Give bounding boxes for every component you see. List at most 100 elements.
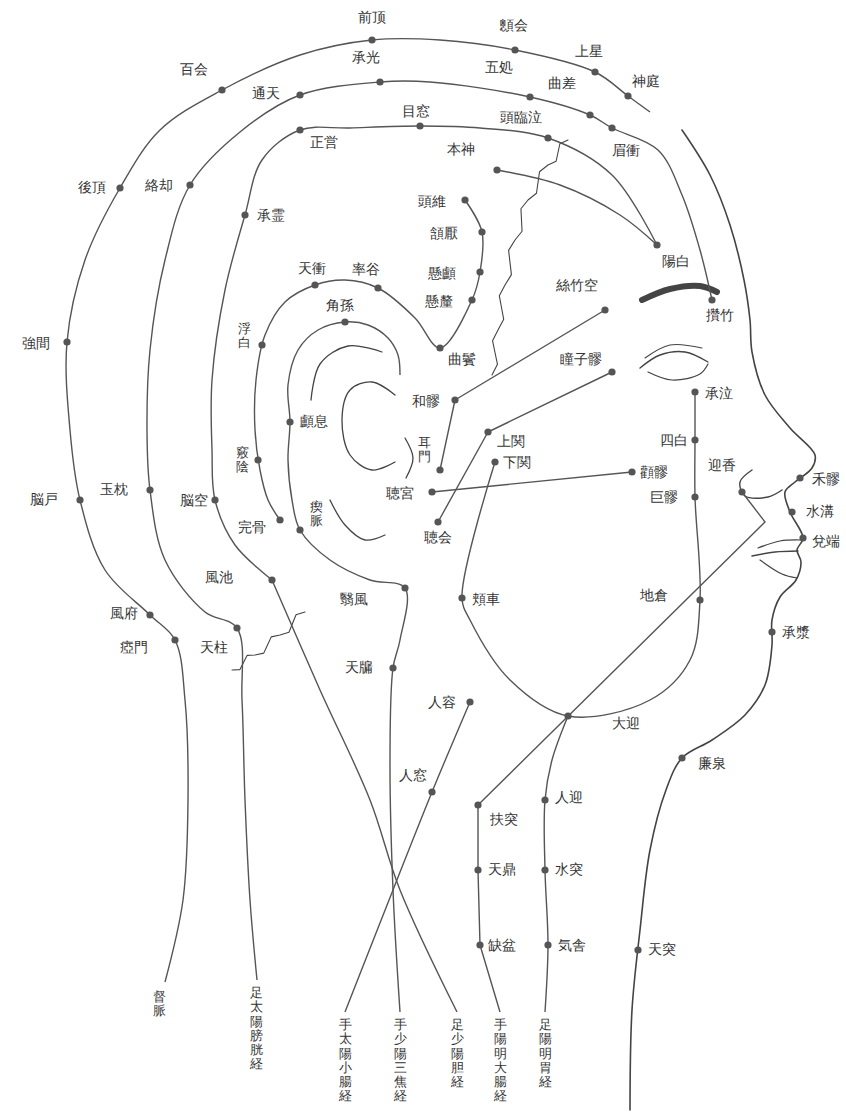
acupoint-name: 率谷 — [352, 262, 380, 277]
acupoint-name: 百会 — [180, 62, 208, 77]
acupoint-name: 天牖 — [345, 660, 373, 675]
acupoint-dot — [211, 496, 218, 503]
acupoint-dot — [218, 86, 225, 93]
triple-burner-meridian — [440, 310, 605, 470]
acupoint-name: 天衝 — [298, 261, 326, 276]
acupoint-dot — [76, 496, 83, 503]
acupoint-name: 扶突 — [490, 812, 518, 827]
acupoint-dot — [451, 396, 458, 403]
meridian-name: 手少陽三焦経 — [394, 1018, 407, 1104]
acupoint-dot — [634, 946, 641, 953]
acupoint-name: 人窓 — [399, 768, 427, 783]
acupoint-name: 懸顱 — [428, 266, 456, 281]
meridian-name: 督脈 — [153, 990, 166, 1019]
acupoint-dot — [691, 493, 698, 500]
acupoint-name: 聴宮 — [386, 486, 414, 501]
acupoint-name: 大迎 — [612, 716, 640, 731]
acupoint-name: 曲鬢 — [448, 352, 476, 367]
acupoint-name: 陽白 — [662, 254, 690, 269]
acupoint-name: 兌端 — [812, 534, 840, 549]
meridian-name: 浮白 — [238, 322, 251, 351]
acupoint-dot — [341, 318, 348, 325]
acupoint-dot — [268, 576, 275, 583]
acupoint-name: 禾髎 — [812, 472, 840, 487]
meridian-name: 足陽明胃経 — [539, 1018, 552, 1089]
acupoint-dot — [428, 788, 435, 795]
acupoint-dot — [476, 941, 483, 948]
meridian-name: 手陽明大腸経 — [494, 1018, 507, 1104]
acupoint-dot — [696, 596, 703, 603]
acupoint-name: 水溝 — [806, 504, 834, 519]
acupoint-name: 水突 — [555, 862, 583, 877]
acupoint-name: 天鼎 — [488, 862, 516, 877]
acupoint-name: 顱息 — [300, 414, 328, 429]
acupoint-dot — [541, 866, 548, 873]
acupoint-dot — [458, 594, 465, 601]
upper-lip — [758, 540, 800, 548]
acupoint-dot — [233, 624, 240, 631]
acupoint-name: 玉枕 — [100, 482, 128, 497]
acupoint-dot — [691, 436, 698, 443]
acupoint-dot — [63, 338, 70, 345]
lip-line — [752, 551, 798, 556]
acupoint-name: 顖会 — [500, 18, 528, 33]
acupoint-dot — [258, 341, 265, 348]
acupoint-dot — [608, 124, 615, 131]
eye-lower-lid — [648, 364, 708, 380]
ear-lobule — [330, 500, 385, 540]
acupoint-dot — [491, 458, 498, 465]
acupoint-dot — [511, 46, 518, 53]
acupoint-name: 五処 — [485, 60, 513, 75]
acupoint-dot — [171, 636, 178, 643]
acupoint-dot — [468, 296, 475, 303]
acupoint-dot — [653, 241, 660, 248]
acupoint-name: 気舎 — [558, 938, 586, 953]
acupoint-name: 地倉 — [640, 588, 668, 603]
acupoint-dot — [376, 78, 383, 85]
acupoint-dot — [368, 36, 375, 43]
acupoint-name: 和髎 — [412, 394, 440, 409]
acupoint-dot — [738, 488, 745, 495]
nostril — [740, 470, 782, 498]
governor-vessel — [66, 39, 650, 982]
acupoint-name: 後頂 — [78, 180, 106, 195]
acupoint-dot — [624, 92, 631, 99]
meridian-name: 手太陽小腸経 — [339, 1018, 352, 1104]
acupoint-dot — [286, 418, 293, 425]
acupoint-dot — [586, 111, 593, 118]
acupoint-dot — [478, 228, 485, 235]
acupoint-dots — [63, 36, 806, 953]
acupoint-dot — [691, 388, 698, 395]
acupoint-name: 下関 — [503, 455, 531, 470]
acupoint-name: 承霊 — [257, 208, 285, 223]
acupoint-dot — [796, 474, 803, 481]
gallbladder-meridian — [211, 126, 657, 580]
face-profile — [630, 130, 815, 1110]
acupoint-dot — [608, 368, 615, 375]
acupoint-name: 迎香 — [708, 458, 736, 473]
meridian-lines — [66, 39, 765, 1012]
acupoint-name: 翳風 — [340, 592, 368, 607]
acupoint-dot — [678, 754, 685, 761]
acupoint-dot — [484, 428, 491, 435]
acupoint-dot — [296, 526, 303, 533]
acupoint-dot — [541, 796, 548, 803]
acupoint-name: 頭臨泣 — [500, 110, 542, 125]
acupoint-dot — [768, 628, 775, 635]
acupoint-dot — [296, 126, 303, 133]
acupoint-dot — [116, 184, 123, 191]
acupoint-name: 四白 — [660, 433, 688, 448]
small-intestine-meridian — [432, 472, 632, 492]
acupoint-dot — [564, 712, 571, 719]
acupoint-name: 瘂門 — [120, 640, 148, 655]
acupoint-dot — [146, 611, 153, 618]
acupoint-name: 絡却 — [145, 178, 173, 193]
triple-burner-meridian — [288, 322, 408, 1012]
acupoint-name: 缺盆 — [488, 938, 516, 953]
acupoint-name: 脳空 — [180, 493, 208, 508]
acupoint-name: 風府 — [110, 606, 138, 621]
ear-concha — [342, 382, 395, 470]
